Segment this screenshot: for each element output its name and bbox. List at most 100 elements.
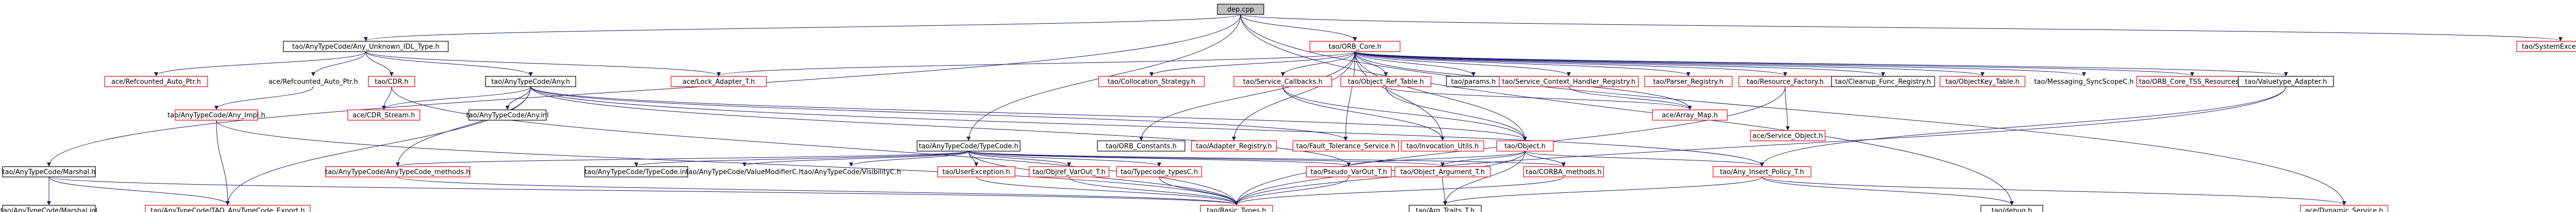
node-adapter_reg[interactable]: tao/Adapter_Registry.h: [1191, 140, 1277, 152]
node-box: [1217, 4, 1264, 15]
edge-orb_core-to-valuetype_adapter: [1354, 51, 2288, 76]
node-label: ace/Array_Map.h: [1662, 112, 1718, 120]
node-pseudo_varout[interactable]: tao/Pseudo_VarOut_T.h: [1306, 166, 1392, 177]
node-cdr_h[interactable]: tao/CDR.h: [368, 76, 415, 87]
node-array_map[interactable]: ace/Array_Map.h: [1652, 109, 1728, 121]
edge-unk_idl-to-refptr1: [154, 51, 366, 76]
node-valuemodifier[interactable]: tao/AnyTypeCode/ValueModifierC.h: [686, 169, 803, 176]
node-messaging_sync[interactable]: tao/Messaging_SyncScopeC.h: [2034, 78, 2133, 86]
node-box: [368, 76, 415, 87]
edge-typecode_h-to-anytc_methods1: [396, 151, 969, 167]
edge-typecode_h-to-valuemodifier: [742, 151, 969, 167]
edge-object_arg-to-arg_traits: [1442, 176, 1447, 205]
edge-valuetype_adapter-to-basic_types: [1234, 86, 2286, 205]
node-params[interactable]: tao/params.h: [1446, 76, 1501, 87]
node-typecode_typesc[interactable]: tao/Typecode_typesC.h: [1116, 166, 1202, 177]
node-orb_constants[interactable]: tao/ORB_Constants.h: [1097, 140, 1185, 152]
node-label: tao/AnyTypeCode/TypeCode.inl: [585, 169, 688, 176]
node-unk_idl[interactable]: tao/AnyTypeCode/Any_Unknown_IDL_Type.h: [283, 41, 449, 52]
edge-valuetype_adapter-to-any_insert: [1760, 86, 2286, 167]
node-parser_reg[interactable]: tao/Parser_Registry.h: [1644, 76, 1733, 87]
node-tao_anytc_export[interactable]: tao/AnyTypeCode/TAO_AnyTypeCode_Export.h: [145, 205, 311, 212]
edge-user_exc-to-basic_types: [976, 176, 1239, 205]
node-box: [1098, 76, 1205, 87]
node-object_arg[interactable]: tao/Object_Argument_T.h: [1394, 166, 1491, 177]
node-anyinl[interactable]: tao/AnyTypeCode/Any.inl: [466, 109, 549, 121]
edge-typecode_h-to-corba_methods: [968, 151, 1566, 167]
edge-svc_ctx-to-array_map: [1568, 86, 1692, 110]
node-any_insert[interactable]: tao/Any_Insert_Policy_T.h: [1713, 166, 1811, 177]
node-svc_callbacks[interactable]: tao/Service_Callbacks.h: [1233, 76, 1332, 87]
node-objref_varout[interactable]: tao/Objref_VarOut_T.h: [1028, 166, 1110, 177]
node-box: [670, 76, 767, 87]
node-fault_tol[interactable]: tao/Fault_Tolerance_Service.h: [1292, 140, 1399, 152]
node-marshal_inl[interactable]: tao/AnyTypeCode/Marshal.inl: [1, 205, 97, 212]
node-label: tao/ORB_Core.h: [1329, 43, 1382, 51]
node-label: ace/Refcounted_Auto_Ptr.h: [268, 78, 358, 86]
node-cdr_stream[interactable]: ace/CDR_Stream.h: [347, 109, 420, 121]
node-label: tao/AnyTypeCode/ValueModifierC.h: [686, 169, 803, 176]
edge-resource_factory-to-svc_object: [1785, 86, 1790, 131]
node-debug[interactable]: tao/debug.h: [1980, 205, 2043, 212]
node-typecode_h[interactable]: tao/AnyTypeCode/TypeCode.h: [917, 140, 1021, 152]
edge-typecode_h-to-object_arg: [968, 151, 1445, 167]
node-cleanup_func[interactable]: tao/Cleanup_Func_Registry.h: [1831, 76, 1935, 87]
node-svc_ctx[interactable]: tao/Service_Context_Handler_Registry.h: [1499, 76, 1639, 87]
node-anytc_methods1[interactable]: tao/AnyTypeCode/AnyTypeCode_methods.h: [325, 166, 470, 177]
node-label: tao/Resource_Factory.h: [1747, 78, 1824, 86]
node-label: tao/ORB_Constants.h: [1106, 143, 1177, 151]
node-orb_core[interactable]: tao/ORB_Core.h: [1309, 41, 1401, 52]
node-box: [104, 76, 208, 87]
node-box: [2516, 41, 2576, 52]
edge-orb_core-to-invocation_utils: [1354, 51, 1445, 141]
node-label: tao/Collocation_Strategy.h: [1108, 78, 1195, 86]
node-objkey_table[interactable]: tao/ObjectKey_Table.h: [1939, 76, 2026, 87]
node-visibility[interactable]: tao/AnyTypeCode/VisibilityC.h: [801, 169, 901, 176]
node-box: [1306, 166, 1392, 177]
edge-cdr_h-to-basic_types: [391, 86, 1239, 205]
node-root[interactable]: dep.cpp: [1217, 4, 1264, 15]
edge-orb_core-to-orb_constants: [1139, 51, 1355, 141]
node-resource_factory[interactable]: tao/Resource_Factory.h: [1738, 76, 1832, 87]
node-invocation_utils[interactable]: tao/Invocation_Utils.h: [1401, 140, 1484, 152]
node-marshal_h[interactable]: tao/AnyTypeCode/Marshal.h: [2, 166, 96, 177]
edge-typecode_h-to-objref_varout: [968, 151, 1071, 167]
edge-orb_core-to-parser_reg: [1354, 51, 1690, 76]
node-refptr1[interactable]: ace/Refcounted_Auto_Ptr.h: [104, 76, 208, 87]
node-box: [2300, 205, 2388, 212]
node-svc_object[interactable]: ace/Service_Object.h: [1750, 130, 1826, 141]
node-box: [937, 166, 1015, 177]
node-box: [1116, 166, 1202, 177]
node-any_impl[interactable]: tao/AnyTypeCode/Any_Impl.h: [167, 109, 265, 121]
node-valuetype_adapter[interactable]: tao/Valuetype_Adapter.h: [2238, 76, 2334, 87]
node-box: [347, 109, 420, 121]
node-arg_traits[interactable]: tao/Arg_Traits_T.h: [1409, 205, 1482, 212]
node-label: tao/Pseudo_VarOut_T.h: [1311, 169, 1387, 176]
node-any_h[interactable]: tao/AnyTypeCode/Any.h: [485, 76, 577, 87]
node-dyn_service[interactable]: ace/Dynamic_Service.h: [2300, 205, 2388, 212]
node-ace_lock[interactable]: ace/Lock_Adapter_T.h: [670, 76, 767, 87]
node-label: tao/Arg_Traits_T.h: [1416, 207, 1475, 212]
node-sysexc[interactable]: tao/SystemException.h: [2516, 41, 2576, 52]
node-collocation[interactable]: tao/Collocation_Strategy.h: [1098, 76, 1205, 87]
node-label: tao/AnyTypeCode/AnyTypeCode_methods.h: [325, 169, 470, 176]
node-box: [2238, 76, 2334, 87]
node-corba_methods[interactable]: tao/CORBA_methods.h: [1523, 166, 1604, 177]
edge-objref_table-to-object_h: [1385, 86, 1527, 141]
edge-object_h-to-any_insert: [1524, 151, 1764, 167]
node-label: tao/Parser_Registry.h: [1653, 78, 1723, 86]
edge-typecode_typesc-to-basic_types: [1159, 176, 1239, 205]
edge-svc_callbacks-to-object_h: [1282, 86, 1527, 141]
node-orb_core_tss[interactable]: tao/ORB_Core_TSS_Resources.h: [2136, 76, 2248, 87]
node-objref_table[interactable]: tao/Object_Ref_Table.h: [1340, 76, 1432, 87]
node-object_h[interactable]: tao/Object.h: [1496, 140, 1554, 152]
node-refptr2[interactable]: ace/Refcounted_Auto_Ptr.h: [268, 78, 358, 86]
edge-root-to-dyn_service: [1240, 14, 2346, 205]
edge-object_h-to-object_arg: [1440, 151, 1526, 167]
node-typecode_inl[interactable]: tao/AnyTypeCode/TypeCode.inl: [584, 166, 688, 177]
edge-cdr_h-to-cdr_stream: [382, 86, 392, 110]
edge-typecode_h-to-pseudo_varout: [968, 151, 1351, 167]
node-user_exc[interactable]: tao/UserException.h: [937, 166, 1015, 177]
edge-typecode_h-to-typecode_typesc: [968, 151, 1161, 167]
node-basic_types[interactable]: tao/Basic_Types.h: [1200, 205, 1273, 212]
